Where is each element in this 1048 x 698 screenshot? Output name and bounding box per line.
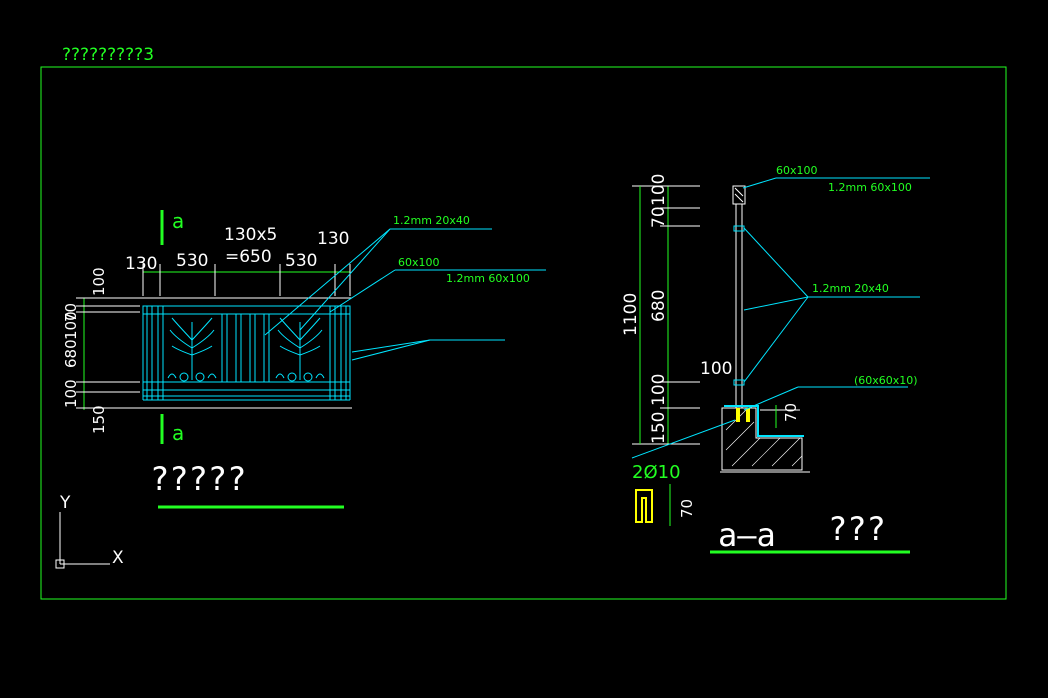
elev-note-1: 1.2mm 20x40 [393, 214, 470, 227]
section-label-top: a [172, 209, 184, 233]
sec-note-top-b: 1.2mm 60x100 [828, 181, 912, 194]
elevation-caption: ????? [150, 460, 246, 498]
dim-top-3: 130x5 [224, 225, 277, 245]
dim-left-1: 100 [90, 267, 108, 296]
dim-left-5: 100 [62, 311, 80, 340]
sec-dim-100: 100 [700, 359, 732, 379]
ucs-icon: Y X [55, 493, 124, 569]
sec-note-top-a: 60x100 [776, 164, 818, 177]
dim-top-6: 130 [317, 229, 349, 249]
sec-dim-70: 70 [782, 403, 800, 422]
sec-dim-70b: 70 [678, 499, 696, 518]
sheet-title: ?????????3 [62, 45, 154, 65]
sec-dim-1: 70 [649, 206, 669, 228]
dim-top-5: 530 [285, 251, 317, 271]
sec-note-bottom: (60x60x10) [854, 374, 918, 387]
sec-dim-2: 100 [649, 174, 669, 206]
section-caption-a: a—a [718, 516, 776, 554]
sec-dim-3: 680 [649, 290, 669, 322]
dim-top-2: 530 [176, 251, 208, 271]
ucs-x: X [112, 548, 124, 568]
dim-left-6: 150 [90, 405, 108, 434]
dim-left-3: 100 [62, 379, 80, 408]
section-view: 70 100 680 100 150 1100 100 70 70 2Ø10 [621, 164, 930, 554]
ornament-right [275, 317, 325, 382]
dim-top-4: =650 [225, 247, 272, 267]
elev-note-2a: 60x100 [398, 256, 440, 269]
section-label-bottom: a [172, 421, 184, 445]
dim-left-4: 680 [62, 339, 80, 368]
drawing-frame [40, 66, 1007, 600]
elevation-view: a a 130 530 130x5 =650 530 130 100 70 10… [62, 209, 546, 509]
elev-note-2b: 1.2mm 60x100 [446, 272, 530, 285]
ucs-y: Y [59, 493, 71, 513]
ornament-left [167, 317, 217, 382]
sec-bar-label: 2Ø10 [632, 462, 681, 483]
sec-dim-5: 150 [649, 412, 669, 444]
section-caption-q: ??? [828, 510, 886, 548]
sec-note-mid: 1.2mm 20x40 [812, 282, 889, 295]
dim-left-2: 70 [62, 303, 80, 322]
sec-dim-4: 100 [649, 374, 669, 406]
dim-top-1: 130 [125, 254, 157, 274]
sec-total: 1100 [621, 293, 641, 336]
